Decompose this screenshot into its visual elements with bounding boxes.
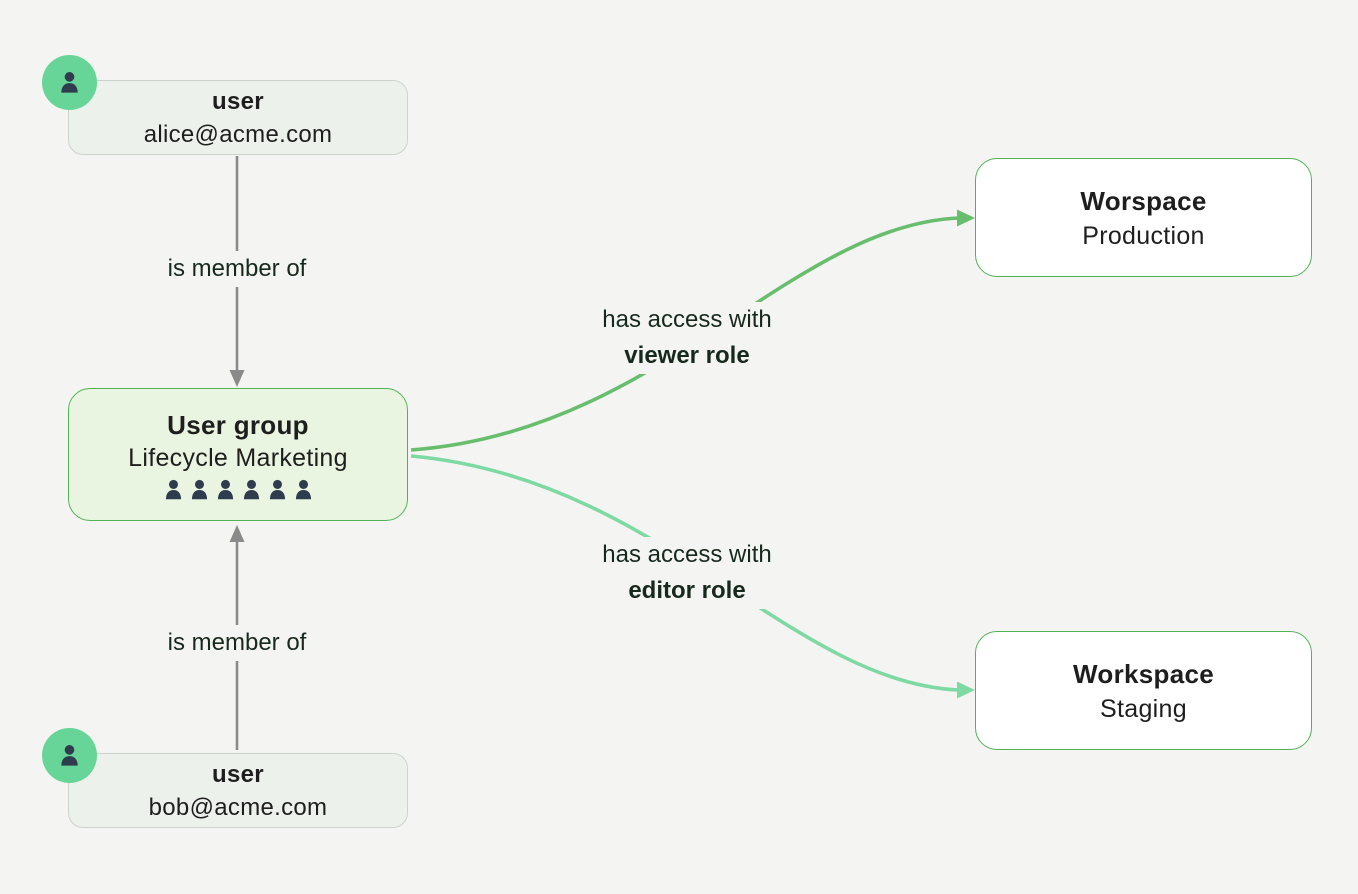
arrowhead-right-icon xyxy=(957,209,975,227)
person-icon xyxy=(61,745,78,766)
person-icon xyxy=(217,479,233,499)
node-subtitle: Production xyxy=(1082,221,1205,250)
arrowhead-up-icon xyxy=(229,525,245,542)
edge-label-line1: has access with xyxy=(602,541,772,568)
edge-label-editor-role: has access with editor role xyxy=(594,537,780,609)
node-title: Workspace xyxy=(1073,658,1214,689)
node-title: user xyxy=(212,87,264,115)
node-subtitle: Staging xyxy=(1100,694,1187,723)
node-subtitle: bob@acme.com xyxy=(148,793,328,821)
node-title: User group xyxy=(167,409,309,440)
edge-label-is-member-of-bottom: is member of xyxy=(159,625,315,661)
person-icon xyxy=(191,479,207,499)
node-title: Worspace xyxy=(1080,185,1207,216)
user-avatar-badge xyxy=(42,55,97,110)
node-user-alice: user alice@acme.com xyxy=(42,55,408,155)
group-members-icon xyxy=(161,477,316,502)
node-workspace-staging: Workspace Staging xyxy=(975,631,1312,750)
edge-label-line2: editor role xyxy=(628,577,746,604)
edge-label-line1: has access with xyxy=(602,306,772,333)
node-workspace-production: Worspace Production xyxy=(975,158,1312,277)
arrowhead-down-icon xyxy=(229,370,245,387)
node-subtitle: Lifecycle Marketing xyxy=(128,443,348,472)
person-icon xyxy=(269,479,285,499)
edge-label-line2: viewer role xyxy=(624,342,750,369)
node-user-group: User group Lifecycle Marketing xyxy=(68,388,408,521)
arrowhead-right-icon xyxy=(957,681,975,699)
edge-label-viewer-role: has access with viewer role xyxy=(594,302,780,374)
node-subtitle: alice@acme.com xyxy=(143,120,333,148)
person-icon xyxy=(243,479,259,499)
person-icon xyxy=(61,72,78,93)
user-avatar-badge xyxy=(42,728,97,783)
node-title: user xyxy=(212,760,264,788)
person-icon xyxy=(295,479,311,499)
edge-label-is-member-of-top: is member of xyxy=(159,251,315,287)
node-user-bob: user bob@acme.com xyxy=(42,728,408,828)
person-icon xyxy=(165,479,181,499)
